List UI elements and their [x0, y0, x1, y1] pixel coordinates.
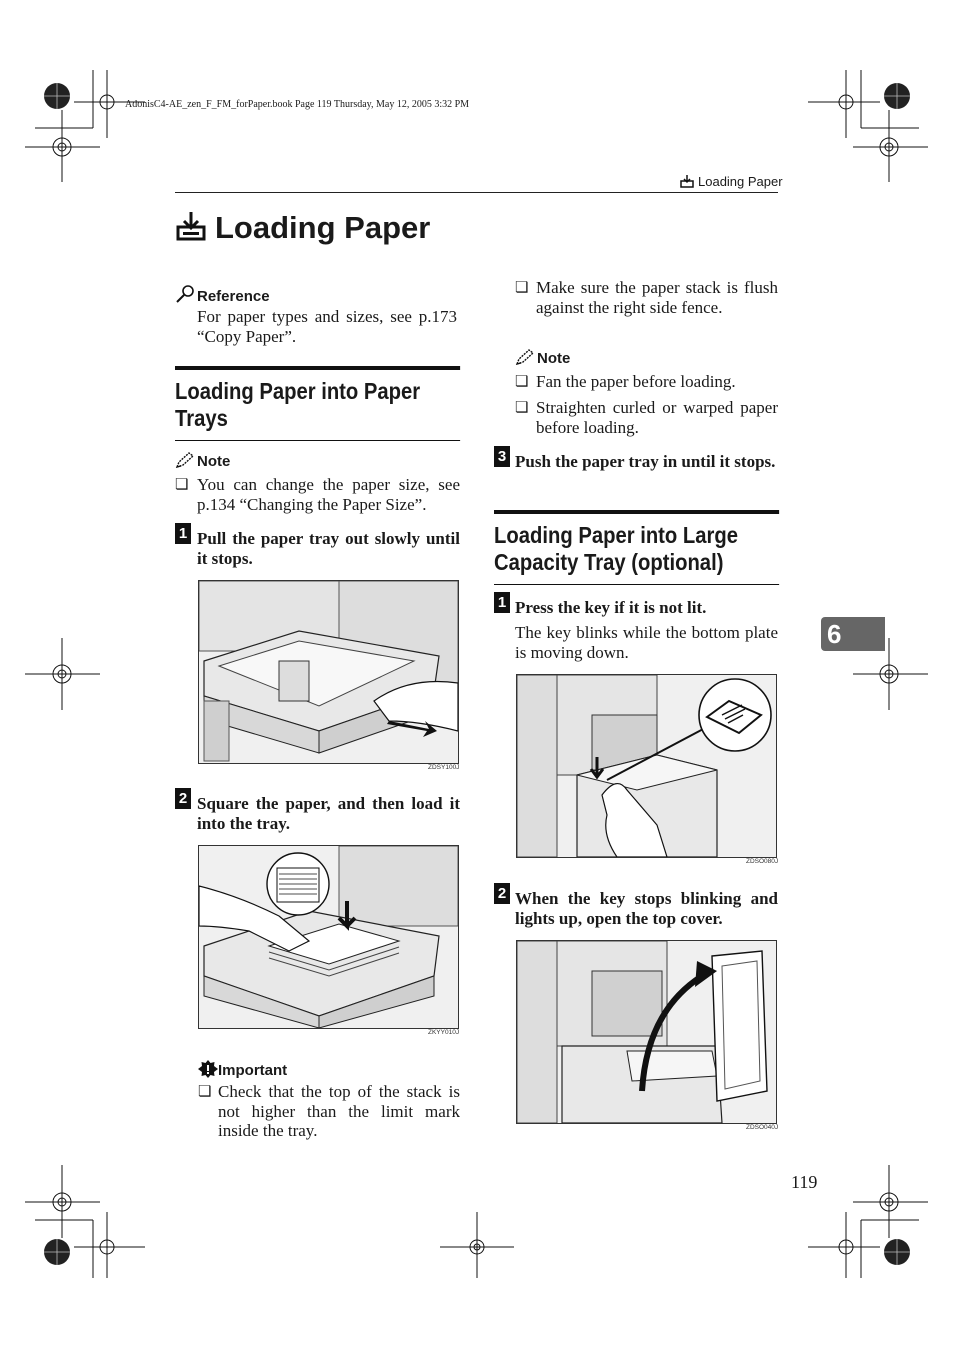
- note-label: Note: [175, 452, 230, 470]
- step-number: 2: [175, 788, 191, 809]
- section-heading-line1: Loading Paper into Paper: [175, 378, 421, 404]
- page-title: Loading Paper: [175, 210, 430, 246]
- paper-tray-icon: [176, 212, 206, 241]
- step-text: Pull the paper tray out slowly until it …: [197, 529, 460, 568]
- step-number: 1: [175, 523, 191, 544]
- figure-load-paper: [198, 845, 459, 1029]
- note-label-text: Note: [537, 350, 571, 367]
- checkbox-icon: ❏: [515, 280, 529, 296]
- note-label-text: Note: [197, 453, 231, 470]
- step-number: 1: [494, 592, 510, 613]
- magnifier-icon: [176, 285, 194, 303]
- important-label: Important: [198, 1060, 287, 1079]
- important-icon: [198, 1060, 218, 1078]
- step-text: When the key stops blinking and lights u…: [515, 889, 778, 928]
- checkbox-icon: ❏: [198, 1084, 212, 1100]
- pencil-icon: [515, 349, 535, 366]
- figure-pull-out-tray: [198, 580, 459, 764]
- file-header: AdonisC4-AE_zen_F_FM_forPaper.book Page …: [125, 99, 470, 110]
- running-head: Loading Paper: [680, 174, 783, 189]
- page-number: 119: [791, 1172, 818, 1192]
- figure-press-key: [516, 674, 777, 858]
- paper-tray-icon: [680, 175, 694, 188]
- step-text: Push the paper tray in until it stops.: [515, 452, 776, 471]
- step-subtext: The key blinks while the bottom plate is…: [515, 623, 778, 662]
- header-rule: [175, 192, 778, 193]
- note-item: Straighten curled or warped paper before…: [536, 398, 778, 437]
- section-heading-line2: Capacity Tray (optional): [494, 549, 724, 575]
- tray-illustration: [199, 581, 458, 763]
- running-head-text: Loading Paper: [698, 174, 783, 189]
- figure-code: ZDSO080J: [746, 858, 779, 865]
- step-number: 2: [494, 883, 510, 904]
- important-label-text: Important: [218, 1062, 288, 1079]
- press-key-illustration: [517, 675, 776, 857]
- step-text: Square the paper, and then load it into …: [197, 794, 460, 833]
- page-title-text: Loading Paper: [215, 210, 431, 245]
- note-item: You can change the paper size, see p.134…: [197, 475, 460, 514]
- section-heading-line2: Trays: [175, 405, 228, 431]
- figure-code: ZDSO040J: [746, 1124, 779, 1131]
- checkbox-icon: ❏: [175, 477, 189, 493]
- section-heading-line1: Loading Paper into Large: [494, 522, 739, 548]
- reference-label-text: Reference: [197, 288, 270, 305]
- chapter-tab: 6: [821, 617, 885, 651]
- open-cover-illustration: [517, 941, 776, 1123]
- note-label: Note: [515, 349, 570, 367]
- figure-code: ZKYY010J: [428, 1029, 460, 1036]
- note-item: Fan the paper before loading.: [536, 372, 736, 391]
- figure-open-top-cover: [516, 940, 777, 1124]
- checkbox-icon: ❏: [515, 400, 529, 416]
- load-paper-illustration: [199, 846, 458, 1028]
- section-heading-large-capacity-tray: Loading Paper into Large Capacity Tray (…: [494, 510, 780, 585]
- figure-code: ZDSY100J: [428, 764, 460, 771]
- checkbox-icon: ❏: [515, 374, 529, 390]
- important-item: Check that the top of the stack is not h…: [218, 1082, 460, 1140]
- pencil-icon: [175, 452, 195, 469]
- check-item: Make sure the paper stack is flush again…: [536, 278, 778, 317]
- section-heading-paper-trays: Loading Paper into Paper Trays: [175, 366, 461, 441]
- step-text: Press the key if it is not lit.: [515, 598, 707, 617]
- step-number: 3: [494, 446, 510, 467]
- reference-label: Reference: [175, 285, 270, 305]
- reference-text: For paper types and sizes, see p.173 “Co…: [197, 307, 457, 346]
